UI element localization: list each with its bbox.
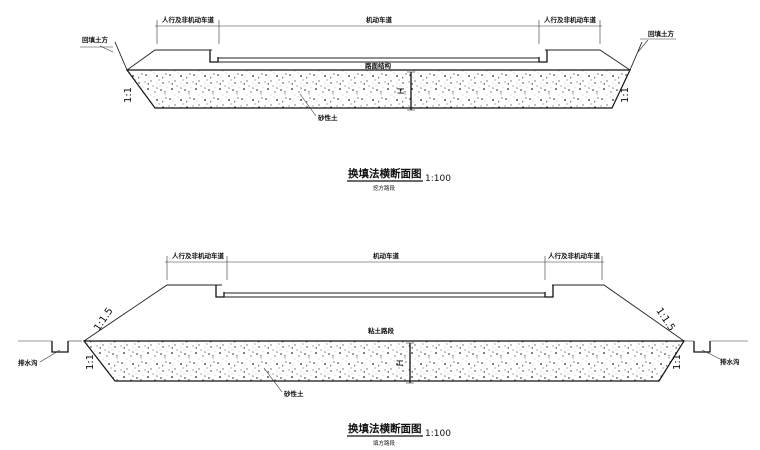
bottom-pavement-label: 粘土路段 — [368, 326, 395, 335]
top-depth-label: H — [397, 88, 407, 95]
bottom-ditch-right-label: 排水沟 — [720, 357, 740, 366]
bottom-title: 换填法横断面图 — [348, 422, 422, 435]
bottom-ditch-left-leader — [39, 349, 61, 363]
top-material-label: 砂性土 — [318, 113, 338, 122]
bottom-slope-lower-right-label: 1:1 — [672, 354, 683, 370]
bottom-depth-label: H — [396, 360, 406, 367]
bottom-replacement-fill — [82, 340, 686, 382]
bottom-ditch-right-leader — [701, 349, 723, 361]
top-fill-right-leader — [637, 39, 649, 53]
bottom-slope-upper-left-label: 1:1.5 — [92, 306, 115, 333]
top-fill-left-leader — [99, 45, 114, 53]
top-curb-right — [538, 50, 548, 63]
bottom-material-label: 砂性土 — [284, 389, 304, 398]
top-lane-right-label: 人行及非机动车道 — [544, 15, 597, 24]
top-pavement-label: 路面结构 — [365, 61, 392, 70]
bottom-lane-left-label: 人行及非机动车道 — [172, 251, 225, 260]
top-cut-slope-right — [629, 41, 643, 71]
bottom-ditch-left-label: 排水沟 — [18, 358, 38, 367]
bottom-scale: 1:100 — [425, 429, 451, 439]
bottom-subtitle: 填方路段 — [373, 439, 396, 447]
top-curb-left — [209, 50, 219, 63]
top-slope-left-label: 1:1 — [123, 87, 134, 103]
bottom-curb-left — [215, 285, 225, 298]
bottom-slope-lower-left-label: 1:1 — [85, 354, 96, 370]
bottom-embankment-right — [552, 284, 685, 342]
bottom-lane-center-label: 机动车道 — [373, 251, 400, 260]
bottom-cross-section: 人行及非机动车道 机动车道 人行及非机动车道 排水沟 排水沟 粘土路段 砂性土 … — [18, 251, 748, 447]
top-cut-slope-left — [114, 41, 128, 71]
top-sidewalk-left — [126, 49, 212, 71]
bottom-embankment-left — [83, 284, 222, 342]
top-fill-left-label: 回填土方 — [82, 35, 109, 44]
bottom-curb-right — [544, 285, 554, 298]
top-title: 换填法横断面图 — [348, 167, 422, 180]
top-sidewalk-right — [545, 49, 631, 71]
bottom-lane-right-label: 人行及非机动车道 — [548, 251, 601, 260]
top-lane-left-label: 人行及非机动车道 — [162, 15, 215, 24]
top-scale: 1:100 — [425, 174, 451, 184]
top-replacement-fill — [125, 69, 631, 109]
bottom-slope-upper-right-label: 1:1.5 — [653, 306, 676, 333]
top-slope-right-label: 1:1 — [620, 87, 631, 103]
top-cross-section: 人行及非机动车道 机动车道 人行及非机动车道 回填土方 回填土方 路面结构 砂性… — [80, 15, 676, 192]
bottom-material-leader — [263, 367, 283, 393]
top-subtitle: 挖方路段 — [373, 184, 396, 192]
top-lane-center-label: 机动车道 — [366, 15, 393, 24]
bottom-ditch-left — [51, 341, 69, 353]
top-material-leader — [299, 93, 317, 117]
top-fill-right-label: 回填土方 — [648, 29, 675, 38]
bottom-ditch-right — [693, 341, 711, 353]
